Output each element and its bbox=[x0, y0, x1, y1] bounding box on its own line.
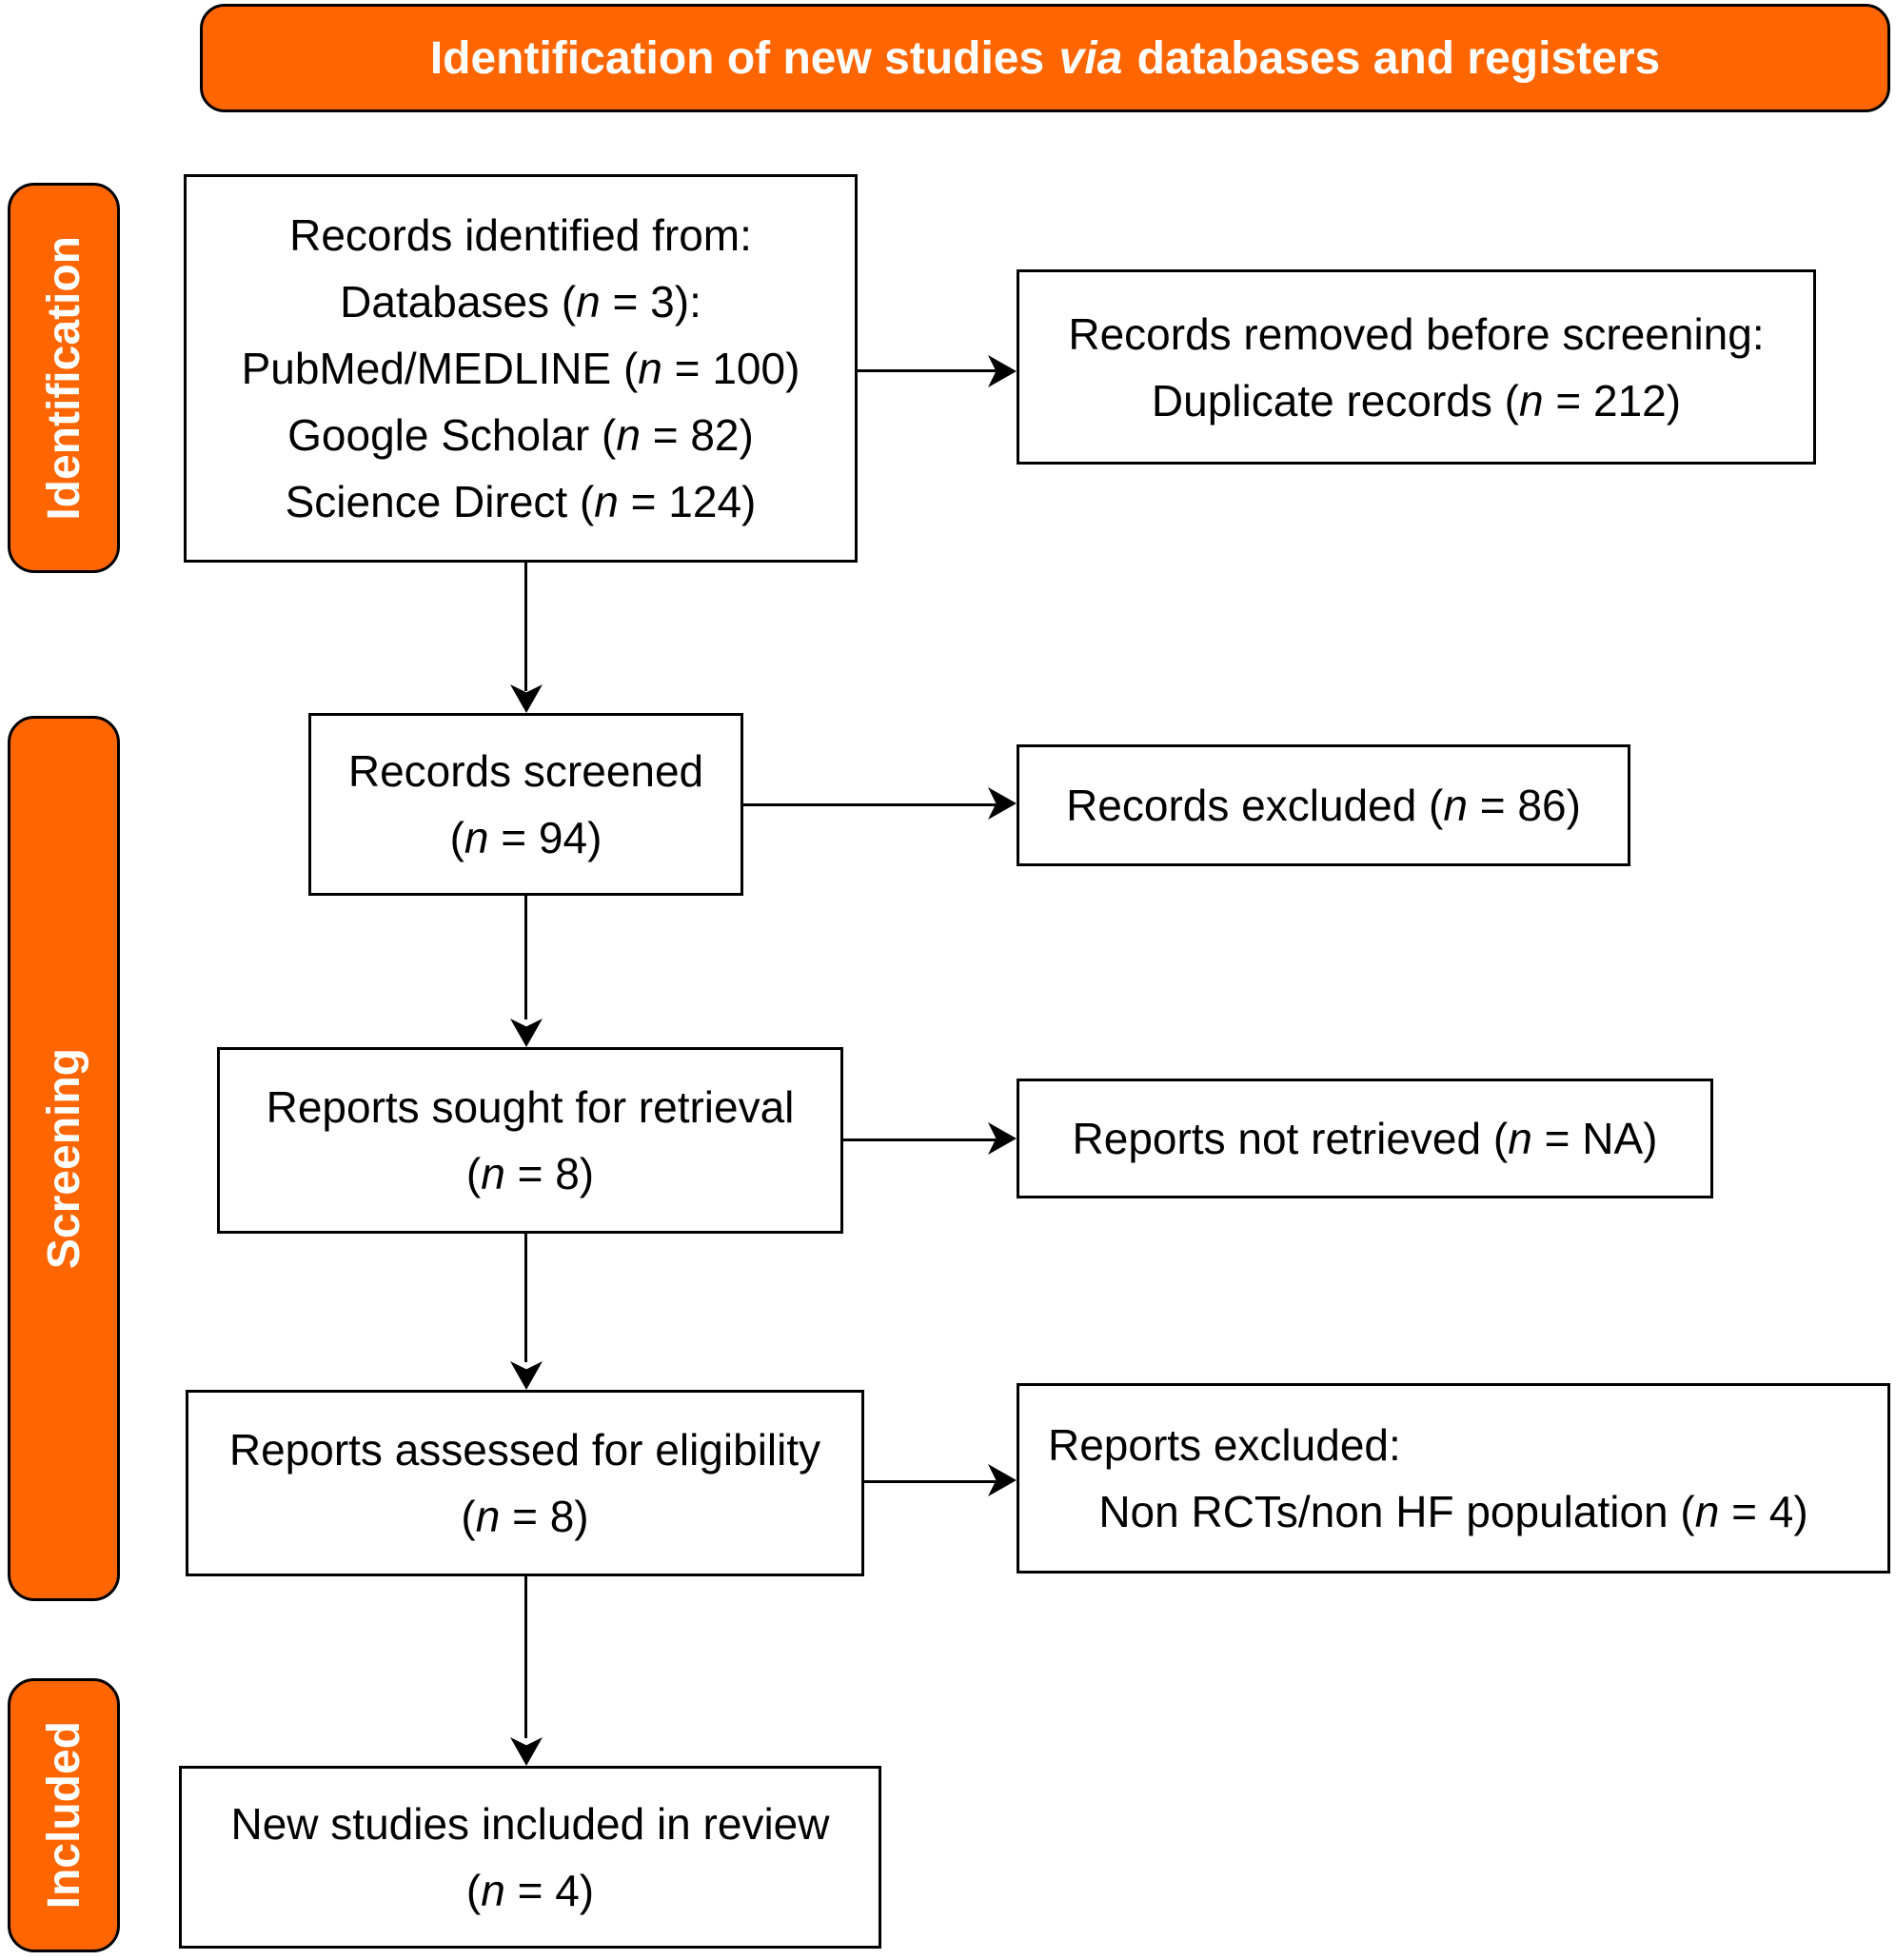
box-line: Records screened bbox=[347, 746, 704, 796]
box-line: Records identified from: bbox=[289, 210, 752, 260]
box-line: (n = 8) bbox=[461, 1492, 589, 1541]
box-records-identified: Records identified from: Databases (n = … bbox=[184, 174, 858, 563]
box-line: Reports sought for retrieval bbox=[266, 1082, 795, 1132]
connector-assessed-to-included bbox=[524, 1576, 527, 1738]
connector-assessed-to-excluded bbox=[864, 1480, 996, 1483]
box-line: Reports assessed for eligibility bbox=[228, 1425, 821, 1475]
box-line: (n = 94) bbox=[449, 813, 602, 862]
box-reports-excluded: Reports excluded: Non RCTs/non HF popula… bbox=[1017, 1383, 1890, 1574]
stage-screening: Screening bbox=[8, 716, 120, 1601]
box-records-screened: Records screened (n = 94) bbox=[308, 713, 743, 896]
connector-sought-to-assessed bbox=[524, 1234, 527, 1362]
connector-identified-to-screened bbox=[524, 563, 527, 691]
box-reports-assessed: Reports assessed for eligibility (n = 8) bbox=[186, 1390, 864, 1576]
arrowhead-down-icon bbox=[510, 1737, 543, 1766]
box-line: Google Scholar (n = 82) bbox=[287, 410, 754, 460]
box-line: Duplicate records (n = 212) bbox=[1151, 375, 1682, 426]
arrowhead-down-icon bbox=[510, 1361, 543, 1390]
stage-screening-label: Screening bbox=[38, 1047, 89, 1270]
box-reports-not-retrieved: Reports not retrieved (n = NA) bbox=[1017, 1079, 1713, 1198]
connector-screened-to-excluded bbox=[743, 803, 996, 806]
header-title-suffix: databases and registers bbox=[1124, 32, 1661, 84]
arrowhead-down-icon bbox=[510, 1019, 543, 1047]
box-line: Reports not retrieved (n = NA) bbox=[1072, 1114, 1658, 1163]
box-line: Databases (n = 3): bbox=[340, 277, 701, 327]
stage-included: Included bbox=[8, 1678, 120, 1952]
stage-identification: Identification bbox=[8, 183, 120, 573]
header-banner: Identification of new studies via databa… bbox=[200, 4, 1890, 112]
connector-screened-to-sought bbox=[524, 896, 527, 1020]
box-line: New studies included in review bbox=[230, 1799, 830, 1849]
box-new-studies-included: New studies included in review (n = 4) bbox=[179, 1766, 881, 1949]
connector-identified-to-removed bbox=[858, 369, 996, 372]
stage-identification-label: Identification bbox=[38, 235, 89, 521]
box-line: Records removed before screening: bbox=[1068, 308, 1765, 359]
box-line: Reports excluded: bbox=[1048, 1420, 1401, 1470]
box-line: (n = 4) bbox=[465, 1866, 595, 1915]
header-title-prefix: Identification of new studies bbox=[429, 32, 1057, 84]
connector-sought-to-not-retrieved bbox=[843, 1138, 996, 1141]
box-line: (n = 8) bbox=[465, 1149, 595, 1198]
stage-included-label: Included bbox=[38, 1721, 89, 1910]
box-line: Non RCTs/non HF population (n = 4) bbox=[1098, 1487, 1808, 1536]
box-records-excluded: Records excluded (n = 86) bbox=[1017, 744, 1630, 866]
box-line: PubMed/MEDLINE (n = 100) bbox=[241, 344, 800, 393]
box-line: Science Direct (n = 124) bbox=[285, 477, 757, 526]
header-title-italic-via: via bbox=[1058, 32, 1123, 84]
box-line: Records excluded (n = 86) bbox=[1066, 781, 1581, 830]
box-records-removed: Records removed before screening: Duplic… bbox=[1017, 269, 1816, 465]
box-reports-sought: Reports sought for retrieval (n = 8) bbox=[217, 1047, 843, 1234]
